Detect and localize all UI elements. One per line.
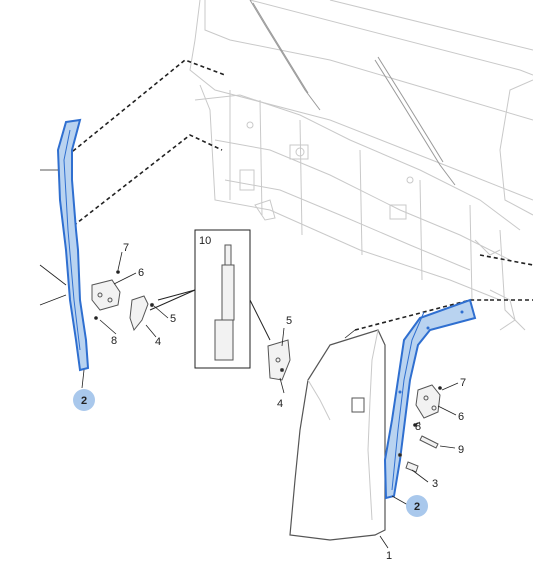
left-screw-7 bbox=[116, 270, 120, 274]
label-part-3: 3 bbox=[432, 478, 438, 490]
label-part-4-center: 4 bbox=[277, 398, 283, 410]
right-screw-7 bbox=[438, 386, 442, 390]
label-part-4-left: 4 bbox=[155, 336, 161, 348]
left-screw-8 bbox=[94, 316, 98, 320]
cab-frame-structure bbox=[189, 0, 533, 331]
right-pillar-seal[interactable] bbox=[383, 298, 477, 500]
callout-2-left[interactable]: 2 bbox=[73, 389, 95, 411]
label-part-5-center: 5 bbox=[286, 315, 292, 327]
label-part-8-left: 8 bbox=[111, 335, 117, 347]
label-part-8-right: 8 bbox=[415, 421, 421, 433]
strut-part-10[interactable] bbox=[214, 244, 235, 361]
inset-detail-box bbox=[149, 229, 271, 369]
left-pillar-seal[interactable] bbox=[56, 118, 90, 372]
callout-2-left-label: 2 bbox=[81, 395, 87, 407]
clip-part-3[interactable] bbox=[397, 452, 419, 473]
dashed-guide-lines bbox=[61, 59, 533, 331]
part-labels: 7 6 8 4 5 10 5 4 7 6 8 9 3 1 bbox=[111, 235, 466, 562]
corner-trim-panel[interactable] bbox=[289, 329, 386, 541]
label-part-6-left: 6 bbox=[138, 267, 144, 279]
label-part-1: 1 bbox=[386, 550, 392, 562]
leader-lines bbox=[39, 169, 459, 549]
left-hinge-bracket[interactable] bbox=[91, 279, 121, 311]
label-part-7-right: 7 bbox=[460, 377, 466, 389]
callout-2-right-label: 2 bbox=[414, 501, 420, 513]
right-hinge-bracket[interactable] bbox=[415, 384, 441, 419]
label-part-5-left: 5 bbox=[170, 313, 176, 325]
callout-2-right[interactable]: 2 bbox=[406, 495, 428, 517]
center-bracket[interactable] bbox=[267, 339, 291, 381]
label-part-9: 9 bbox=[458, 444, 464, 456]
label-part-6-right: 6 bbox=[458, 411, 464, 423]
label-part-10: 10 bbox=[199, 235, 211, 247]
pin-part-9[interactable] bbox=[419, 435, 439, 449]
left-clip[interactable] bbox=[129, 295, 155, 332]
label-part-7-left: 7 bbox=[123, 242, 129, 254]
